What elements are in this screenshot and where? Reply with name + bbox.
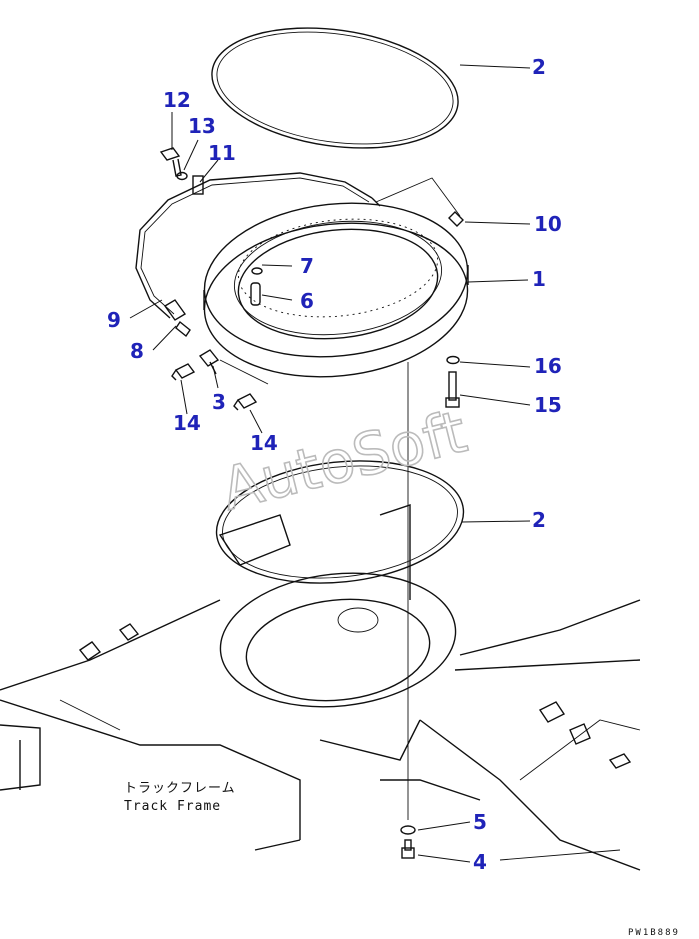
- swing-circle: [198, 202, 469, 385]
- track-frame: [0, 504, 641, 871]
- label-7: 7: [300, 254, 314, 278]
- hydraulic-tube: [135, 147, 464, 338]
- seal-ring-top: [211, 27, 459, 149]
- label-13: 13: [188, 114, 216, 138]
- label-11: 11: [208, 141, 236, 165]
- drawing-code: PW1B889: [628, 928, 680, 938]
- label-3: 3: [212, 390, 226, 414]
- label-10: 10: [534, 212, 562, 236]
- label-1: 1: [532, 267, 546, 291]
- label-2-top: 2: [532, 55, 546, 79]
- label-14-left: 14: [173, 411, 201, 435]
- bolt-15: [445, 355, 460, 408]
- fittings-14: [171, 363, 258, 411]
- label-15: 15: [534, 393, 562, 417]
- label-16: 16: [534, 354, 562, 378]
- caption-english: Track Frame: [124, 799, 221, 814]
- label-5: 5: [473, 810, 487, 834]
- leader-lines: [129, 64, 531, 863]
- label-9: 9: [107, 308, 121, 332]
- part-labels: 2 12 13 11 10 7 1 6 9 8 16 3 15 14 14 2 …: [107, 55, 562, 874]
- label-12: 12: [163, 88, 191, 112]
- bolt-4-washer-5: [400, 362, 416, 859]
- label-2-bottom: 2: [532, 508, 546, 532]
- label-8: 8: [130, 339, 144, 363]
- label-14-right: 14: [250, 431, 278, 455]
- label-4: 4: [473, 850, 487, 874]
- label-6: 6: [300, 289, 314, 313]
- caption-japanese: トラックフレーム: [124, 781, 236, 796]
